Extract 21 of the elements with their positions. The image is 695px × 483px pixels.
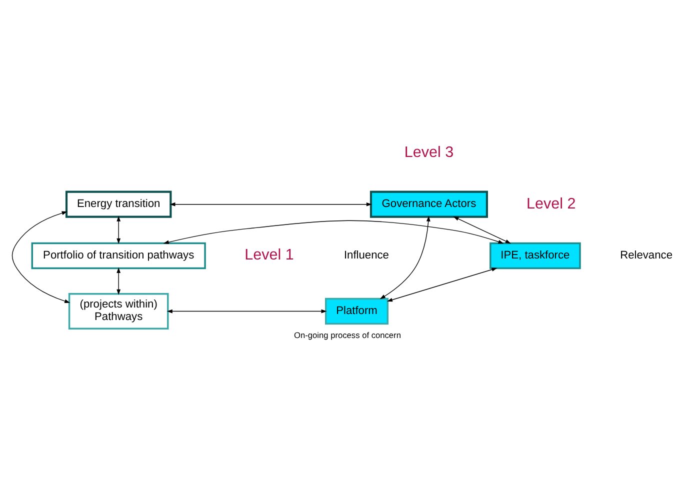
node-box: Portfolio of transition pathways (31, 242, 206, 270)
arrow (166, 309, 327, 314)
arrow (386, 268, 498, 302)
node-box: Governance Actors (370, 190, 488, 218)
caption: On-going process of concern (294, 330, 401, 340)
node-box: Platform (324, 298, 389, 325)
label: Level 1 (244, 246, 294, 264)
arrow (12, 211, 70, 304)
arrow (163, 220, 504, 244)
label: Relevance (620, 249, 673, 262)
label: Level 3 (404, 144, 454, 161)
arrow (453, 216, 511, 244)
node-box: Energy transition (65, 190, 172, 218)
node-box: (projects within) Pathways (68, 293, 169, 330)
arrow (116, 216, 121, 244)
arrow (170, 202, 372, 206)
arrow (380, 216, 430, 300)
label: Level 2 (526, 195, 576, 212)
arrow (116, 267, 121, 295)
node-box: IPE, taskforce (490, 242, 581, 270)
label: Influence (344, 249, 389, 262)
